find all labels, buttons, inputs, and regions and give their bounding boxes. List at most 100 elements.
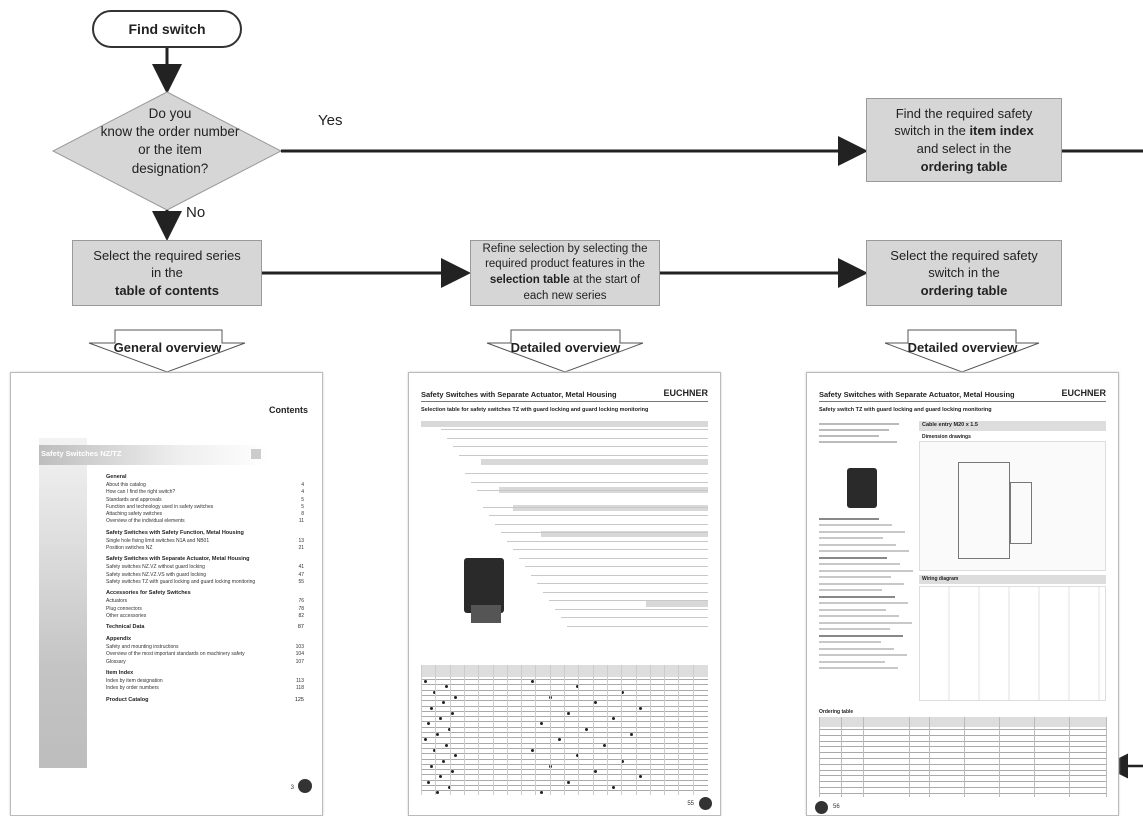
ordering-table-row (819, 734, 1106, 736)
selection-grid (421, 665, 708, 795)
box-find-text-1: Find the required safety switch in the (894, 105, 1033, 139)
toc-row[interactable]: Single hole fixing limit switches N1A an… (106, 538, 304, 545)
selection-grid-col (521, 665, 523, 795)
product-image (847, 468, 877, 508)
toc-section-title: General (106, 474, 127, 480)
ordering-text-line (819, 576, 891, 578)
selection-tree-line (555, 608, 708, 610)
toc-row-title: Position switches NZ (106, 545, 153, 552)
ordering-text-line (819, 628, 890, 630)
ordering-table-col (1069, 717, 1070, 797)
toc-page-number: 21 (298, 545, 304, 552)
selection-grid-dot (639, 775, 642, 779)
toc-row-title: Glossary (106, 658, 126, 665)
header-rule (819, 401, 1106, 402)
toc-page-number: 11 (298, 518, 304, 525)
ordering-table-row (819, 729, 1106, 730)
selection-tree-line (537, 583, 708, 584)
ordering-table-row (819, 769, 1106, 771)
toc-row[interactable]: Safety switches TZ with guard locking an… (106, 579, 304, 586)
decision-line-1: Do you (148, 106, 192, 121)
selection-grid-col (535, 665, 537, 795)
ordering-table-col (999, 717, 1000, 797)
selection-tree-line (525, 566, 708, 567)
toc-row-title: Index by item designation (106, 678, 163, 685)
ordering-title: Ordering table (819, 709, 854, 715)
toc-row[interactable]: Overview of the individual elements 11 (106, 518, 304, 525)
ordering-text-line (819, 543, 896, 546)
overview-general-label: General overview (113, 340, 222, 355)
selection-tree-line (495, 523, 708, 525)
toc-page-number: 76 (298, 598, 304, 605)
selection-grid-dot (433, 748, 436, 752)
toc-page-number: 113 (296, 678, 304, 685)
toc-page-number: 13 (298, 537, 304, 544)
toc-row[interactable]: How can I find the right switch?4 (106, 489, 304, 496)
toc-page-number: 5 (301, 503, 304, 510)
selection-grid-col (506, 665, 508, 795)
selection-brand: EUCHNER (663, 388, 708, 398)
ordering-text-line (819, 563, 900, 565)
selection-page-number: 55 (687, 801, 694, 807)
wiring-title: Wiring diagram (922, 576, 959, 582)
ordering-text-line (819, 550, 909, 552)
ordering-text-line (819, 634, 903, 637)
toc-page-number: 104 (295, 651, 304, 658)
selection-grid-col (478, 665, 480, 795)
ordering-table-row (819, 781, 1106, 783)
logo-icon (815, 801, 828, 814)
selection-grid-col (606, 665, 608, 795)
start-label: Find switch (128, 21, 206, 37)
toc-row[interactable]: Index by item designation 113 (106, 678, 304, 685)
toc-row[interactable]: Overview of the most important standards… (106, 651, 304, 658)
selection-tree-line (501, 532, 708, 533)
toc-row-title: Overview of the individual elements (106, 518, 185, 525)
toc-row-title: About this catalog (106, 482, 146, 488)
band-title: Safety Switches NZ/TZ (41, 449, 122, 458)
band-square (251, 449, 261, 459)
selection-grid-dot (451, 711, 454, 715)
toc-row[interactable]: Safety switches NZ.VZ.VS with guard lock… (106, 572, 304, 579)
selection-grid-dot (442, 701, 445, 705)
selection-subtitle: Selection table for safety switches TZ w… (421, 407, 649, 413)
product-image (464, 558, 504, 613)
selection-tree-line (567, 625, 708, 627)
funnel-detailed-1 (486, 329, 644, 373)
ordering-table (819, 717, 1107, 797)
ordering-text-line (819, 660, 885, 663)
selection-grid-col (649, 665, 651, 795)
toc-row[interactable]: Position switches NZ 21 (106, 545, 304, 552)
ordering-table-row (819, 740, 1106, 742)
funnel-detailed-2 (884, 329, 1040, 373)
toc-row-title: Plug connectors (106, 605, 142, 612)
ordering-table-col (841, 717, 842, 797)
overview-detailed-label-1: Detailed overview (510, 340, 621, 355)
toc-section-title: Appendix (106, 636, 132, 643)
toc-row-title: Function and technology used in safety s… (106, 503, 214, 510)
selection-grid-dot (594, 770, 597, 774)
toc-row-title: How can I find the right switch? (106, 489, 176, 496)
selection-grid-dot (430, 764, 433, 768)
toc-row-title: Other accessories (106, 612, 147, 619)
toc-row[interactable]: Function and technology used in safety s… (106, 504, 304, 511)
selection-tree-line (477, 490, 708, 491)
selection-grid-dot (448, 786, 451, 789)
toc-row[interactable]: Safety switches NZ.VZ without guard lock… (106, 564, 304, 571)
toc-row-title: Overview of the most important standards… (106, 651, 245, 658)
title-band (39, 445, 269, 465)
ordering-table-row (819, 787, 1106, 788)
selection-grid-dot (433, 690, 436, 694)
selection-grid-dot (424, 680, 427, 683)
selection-grid-dot (445, 743, 448, 747)
